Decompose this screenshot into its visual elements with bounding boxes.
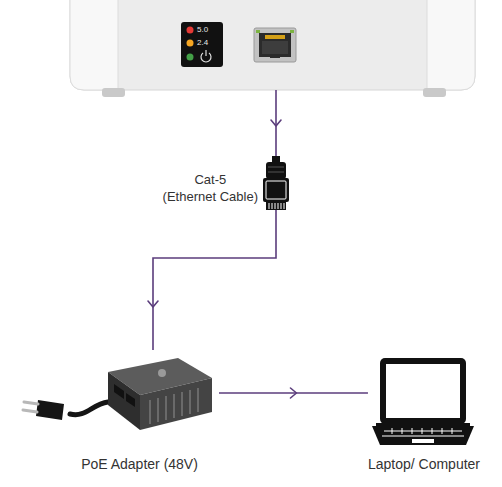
laptop-base [372, 426, 474, 445]
power-icon [205, 50, 206, 56]
power-plug [36, 400, 64, 420]
port-pins [265, 35, 285, 39]
cable-connector [275, 90, 277, 156]
cable-end [272, 156, 280, 163]
cable-connector [153, 210, 276, 350]
device-label: PoE Adapter (48V) [60, 455, 219, 473]
plug-boot [266, 162, 286, 179]
led-label: 2.4 [197, 38, 208, 48]
laptop-screen [380, 358, 466, 424]
led-amber [187, 40, 194, 47]
adapter-node: PoE Adapter (48V) [25, 350, 219, 473]
connector-group [271, 90, 281, 156]
laptop-trackpad [412, 439, 434, 443]
router-foot [102, 88, 125, 97]
adapter-port [126, 393, 135, 407]
router-foot [423, 88, 446, 97]
ethernet-port [254, 28, 296, 62]
connector-group [148, 210, 276, 350]
arrow-head [148, 301, 158, 307]
port-notch [270, 54, 280, 58]
adapter-port [114, 384, 124, 399]
led-label: 5.0 [197, 25, 208, 35]
port-socket [259, 33, 291, 57]
cable-node: Cat-5(Ethernet Cable) [163, 156, 290, 210]
plug-contact-lines [269, 203, 284, 209]
adapter-front [140, 378, 212, 430]
device-label: (Ethernet Cable) [163, 188, 258, 205]
computer-node: Laptop/ Computer [368, 350, 480, 473]
router-node: 5.02.4 [70, 0, 475, 90]
led-red [187, 27, 194, 34]
plug-pin [24, 402, 38, 404]
power-cord [70, 402, 108, 415]
arrow-head [290, 388, 296, 398]
port-led [256, 30, 260, 33]
laptop-display [386, 364, 460, 418]
plug-head [263, 178, 289, 202]
plug-outline [266, 181, 286, 199]
adapter-fins [150, 388, 198, 424]
router-housing [70, 0, 475, 90]
adapter-logo [158, 369, 166, 377]
plug-ridge [268, 172, 284, 173]
device-label: Laptop/ Computer [368, 455, 480, 473]
plug-pin [23, 410, 37, 412]
connector-group [219, 388, 368, 398]
router-side-panel [70, 0, 118, 90]
router-side-panel [427, 0, 475, 90]
laptop-keys [392, 428, 452, 434]
plug-ridge [268, 167, 284, 168]
led-green [187, 54, 194, 61]
arrow-head [271, 120, 281, 126]
port-led [290, 30, 294, 33]
device-label: Cat-5 [194, 171, 226, 188]
plug-contacts [266, 202, 286, 210]
led-panel [181, 22, 223, 67]
cable-connector [219, 392, 368, 394]
port-opening [262, 41, 288, 54]
adapter-side [108, 372, 140, 430]
